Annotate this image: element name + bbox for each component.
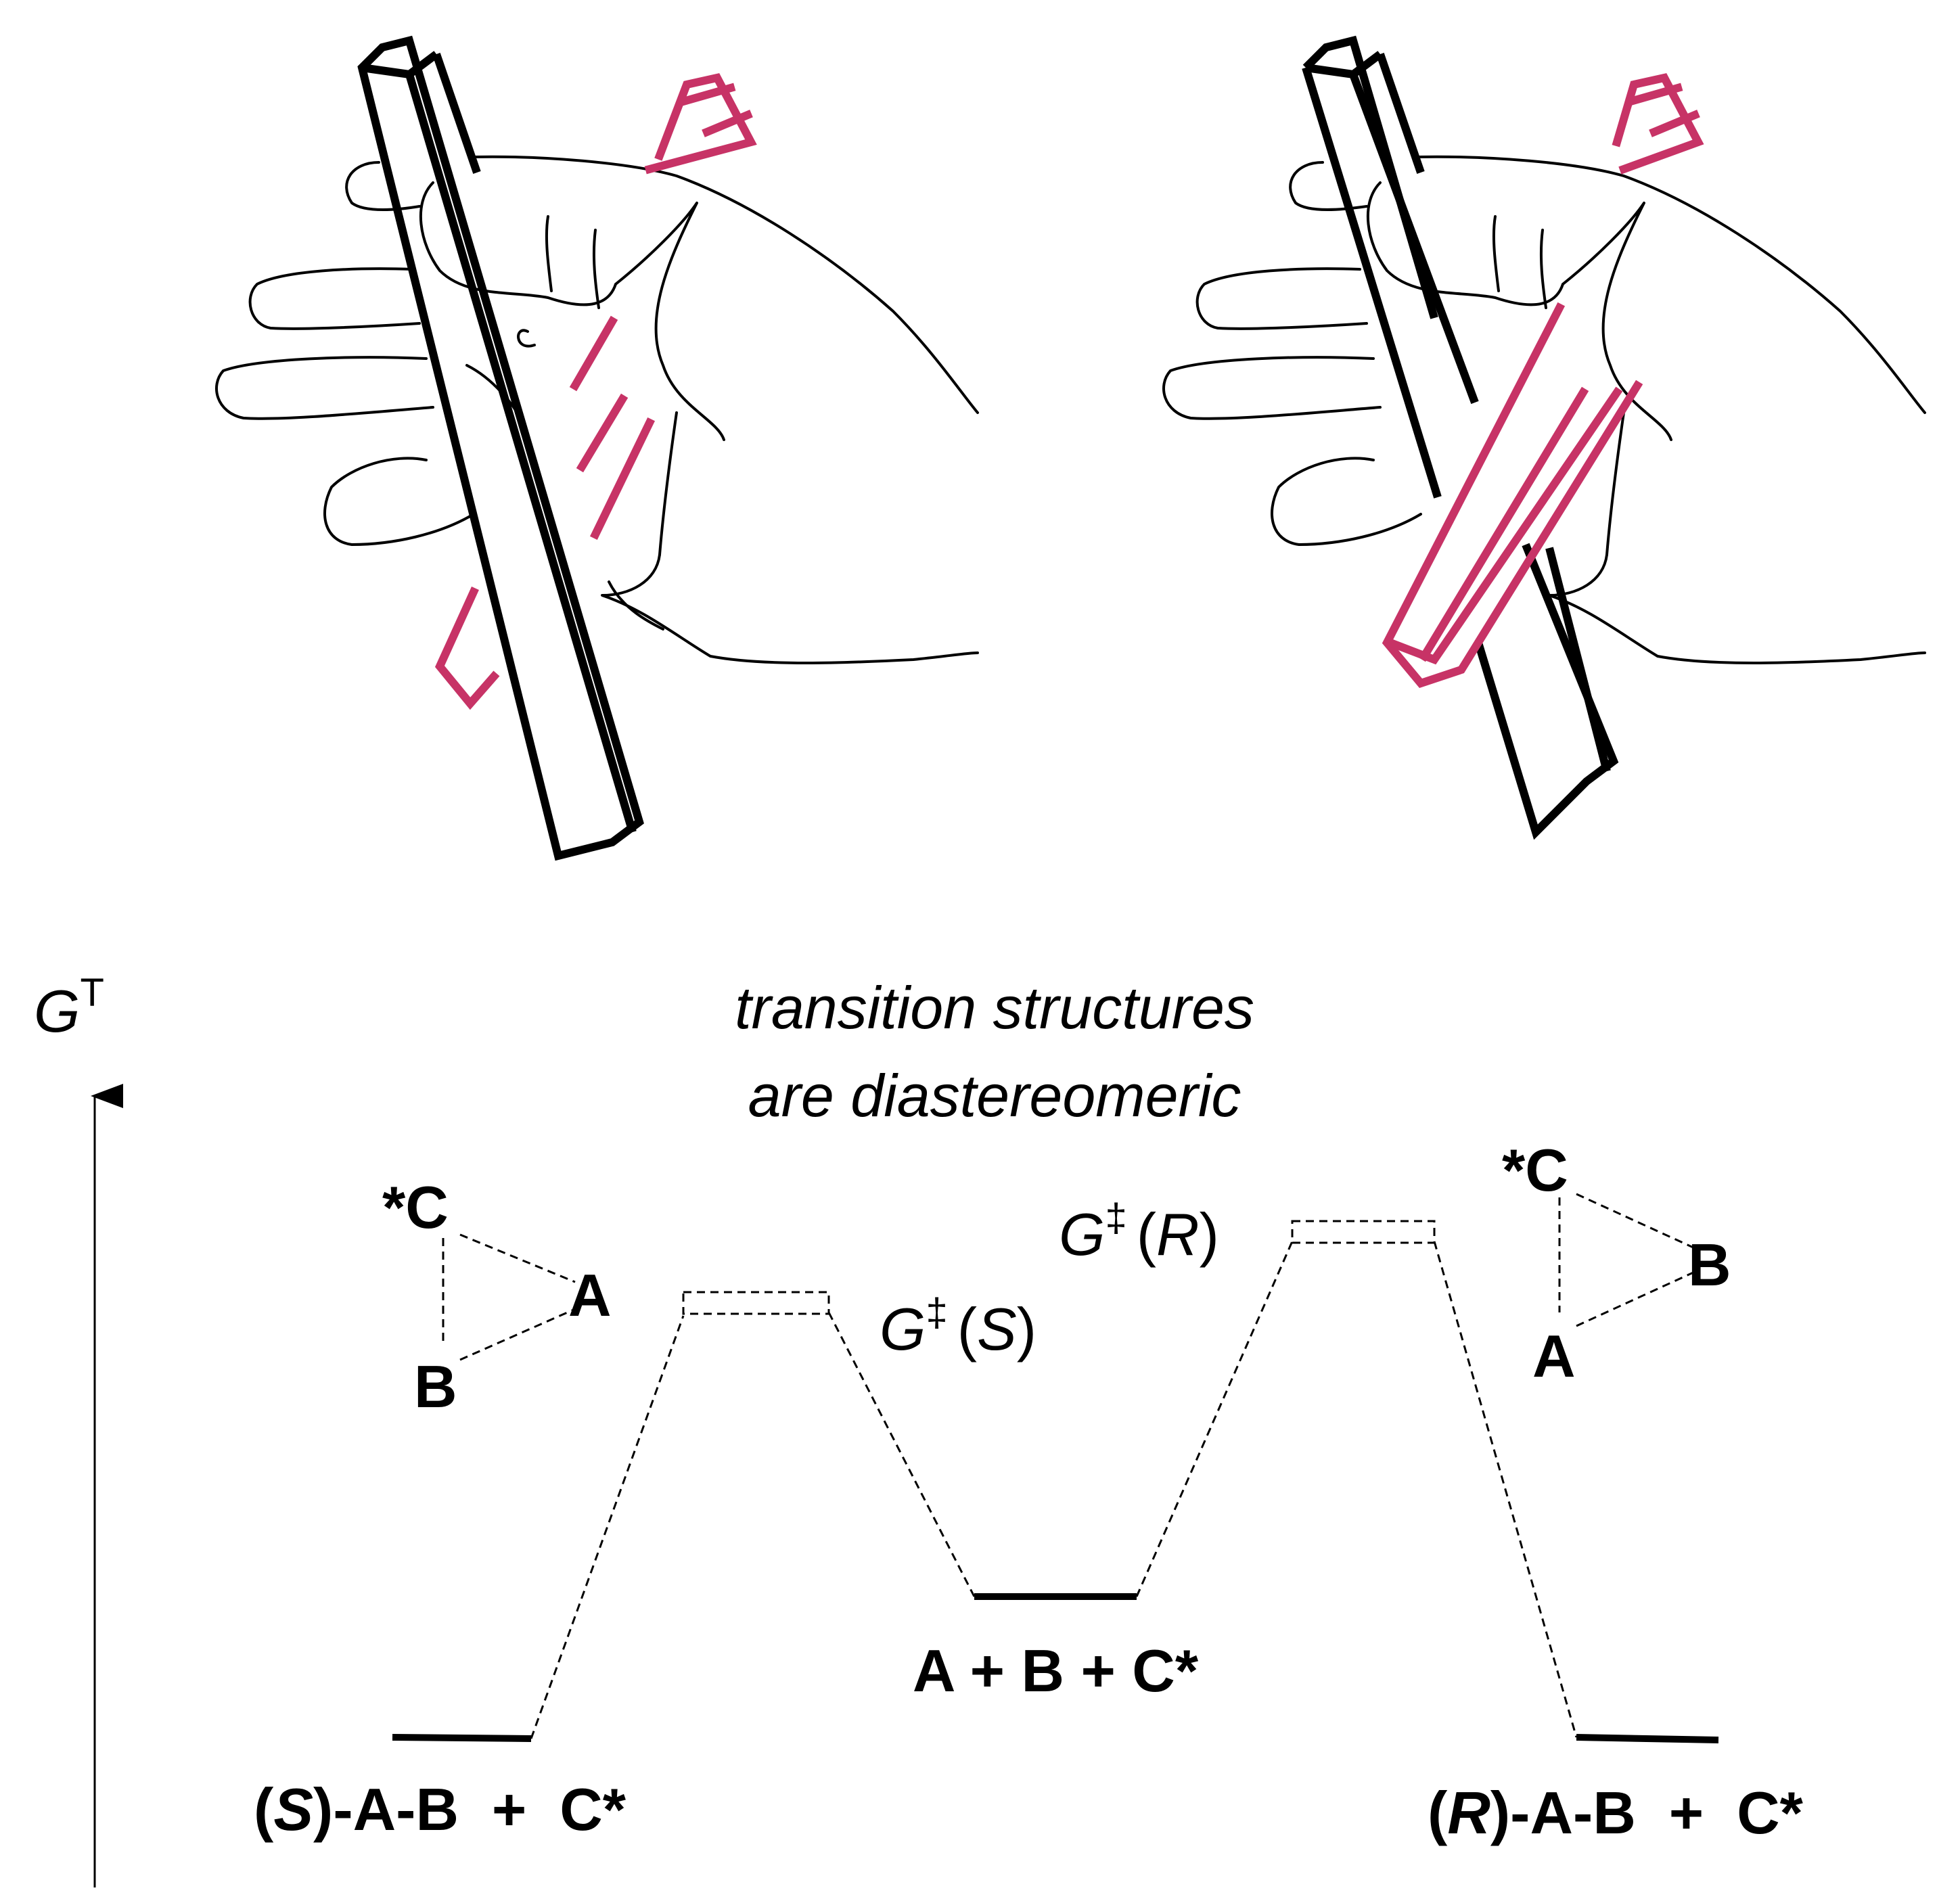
axis-label: GT [34, 971, 104, 1045]
right-magenta-rod-icon [1382, 73, 1704, 688]
ts-r-label: G‡(R) [1059, 1196, 1219, 1268]
ts-triangle-left: *C A B [382, 1174, 612, 1420]
heading-line-2: are diastereomeric [748, 1062, 1241, 1129]
left-hand-illustration-icon [215, 155, 979, 664]
level-product-s [392, 1734, 532, 1742]
heading-line-1: transition structures [735, 974, 1254, 1041]
reactants-label: A + B + C* [913, 1637, 1199, 1704]
left-magenta-rod-icon [434, 73, 757, 710]
right-black-rod-icon [1302, 35, 1619, 840]
ts-right-b-label: B [1688, 1231, 1731, 1298]
ts-triangle-right: *C B A [1502, 1137, 1731, 1390]
ts-left-a-label: A [568, 1262, 612, 1329]
left-black-rod-icon [357, 35, 644, 861]
product-s-label: (S)-A-B + C* [254, 1776, 626, 1843]
product-r-label: (R)-A-B + C* [1428, 1779, 1804, 1846]
ts-right-c-label: *C [1502, 1137, 1568, 1204]
level-ts-r [1291, 1220, 1436, 1244]
ts-s-label: G‡(S) [880, 1291, 1036, 1362]
level-ts-s [682, 1291, 830, 1315]
ts-left-b-label: B [414, 1353, 457, 1420]
level-product-r [1576, 1734, 1719, 1743]
ts-right-a-label: A [1532, 1323, 1576, 1390]
energy-levels [392, 1220, 1719, 1743]
ts-left-c-label: *C [382, 1174, 449, 1241]
